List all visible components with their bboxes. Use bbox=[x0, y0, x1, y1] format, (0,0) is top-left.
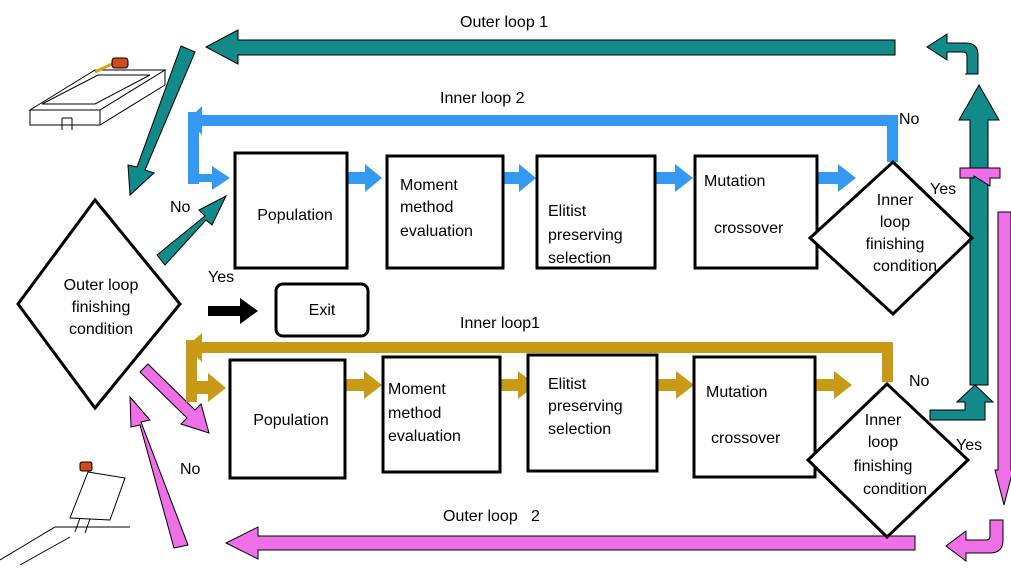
bottom-mutation-line-2: crossover bbox=[711, 430, 781, 447]
exit-label: Exit bbox=[309, 302, 336, 319]
outer-condition-line-2: finishing bbox=[72, 299, 131, 316]
top-inner-condition-line-1: Inner bbox=[877, 192, 914, 209]
bottom-elitist-line-3: selection bbox=[548, 421, 611, 438]
top-mutation-line-1: Mutation bbox=[704, 173, 765, 190]
top-population-label: Population bbox=[257, 207, 333, 224]
label-yes-top-right: Yes bbox=[930, 181, 956, 198]
outer-condition-diamond bbox=[16, 197, 182, 411]
inner-loop-1-exit-arrow bbox=[929, 384, 995, 421]
bottom-arrow-4 bbox=[815, 371, 852, 399]
inner-loop-2-label: Inner loop 2 bbox=[440, 90, 525, 107]
label-yes-exit: Yes bbox=[208, 269, 234, 286]
top-mutation-box bbox=[693, 154, 819, 270]
bottom-population-box bbox=[228, 358, 347, 480]
inner-loop-1-label: Inner loop1 bbox=[460, 315, 540, 332]
top-moment-box bbox=[385, 154, 505, 270]
top-inner-condition-line-4: condition bbox=[873, 258, 937, 275]
inner-loop-2-entry-arrow bbox=[188, 166, 230, 190]
outer-loop-1-corner-arrow bbox=[926, 33, 979, 75]
outer-loop-right-up-arrow bbox=[958, 83, 1000, 386]
inner-loop-2-left-bar bbox=[188, 112, 199, 184]
bottom-mutation-box bbox=[692, 355, 817, 479]
outer-loop-2-corner-arrow bbox=[945, 519, 1004, 562]
top-moment-line-1: Moment bbox=[400, 177, 458, 194]
bottom-arrow-1 bbox=[345, 371, 382, 399]
top-elitist-line-1: Elitist bbox=[548, 203, 587, 220]
exit-box bbox=[274, 282, 370, 338]
inner-loop-2-feedback-arrow bbox=[188, 106, 898, 162]
bottom-population-label: Population bbox=[253, 412, 329, 429]
bottom-moment-line-2: method bbox=[388, 405, 441, 422]
top-arrow-2 bbox=[503, 164, 536, 192]
label-no-top-left: No bbox=[170, 199, 191, 216]
outer-loop-1-label: Outer loop 1 bbox=[460, 14, 548, 31]
top-elitist-line-3: selection bbox=[548, 250, 611, 267]
outer-loop-2-arrow bbox=[224, 526, 916, 560]
label-no-bottom-right: No bbox=[909, 373, 930, 390]
bottom-elitist-box bbox=[526, 353, 659, 473]
bottom-elitist-line-1: Elitist bbox=[548, 376, 587, 393]
top-arrow-4 bbox=[817, 164, 856, 192]
bottom-moment-line-1: Moment bbox=[388, 381, 446, 398]
top-population-box bbox=[233, 151, 349, 270]
label-no-top-right: No bbox=[899, 111, 920, 128]
tilted-panel-antenna-icon bbox=[0, 461, 130, 566]
top-moment-line-2: method bbox=[400, 199, 453, 216]
outer-to-inner1-arrow bbox=[139, 363, 210, 434]
outer-loop-2-label: Outer loop 2 bbox=[443, 508, 540, 525]
bottom-inner-condition-line-1: Inner bbox=[865, 412, 902, 429]
top-arrow-1 bbox=[347, 164, 382, 192]
inner-loop-1-feedback-arrow bbox=[186, 333, 893, 382]
inner-loop-2-exit-arrow bbox=[959, 167, 1001, 187]
outer-to-inner2-arrow bbox=[156, 194, 228, 266]
exit-arrow bbox=[208, 298, 258, 324]
top-moment-line-3: evaluation bbox=[400, 223, 473, 240]
top-elitist-line-2: preserving bbox=[548, 227, 623, 244]
top-mutation-line-2: crossover bbox=[714, 220, 784, 237]
bottom-elitist-line-2: preserving bbox=[548, 398, 623, 415]
top-arrow-3 bbox=[655, 164, 693, 192]
top-inner-condition-line-2: loop bbox=[880, 214, 910, 231]
bottom-inner-condition-line-4: condition bbox=[863, 481, 927, 498]
top-inner-condition-line-3: finishing bbox=[866, 236, 925, 253]
label-no-bottom-left: No bbox=[180, 461, 201, 478]
bottom-arrow-3 bbox=[657, 371, 694, 399]
top-inner-condition-diamond bbox=[807, 159, 975, 317]
inner-loop-1-entry-arrow bbox=[186, 373, 226, 402]
top-elitist-box bbox=[535, 154, 657, 270]
bottom-inner-condition-line-2: loop bbox=[868, 434, 898, 451]
bottom-moment-line-3: evaluation bbox=[388, 428, 461, 445]
outer-condition-line-1: Outer loop bbox=[64, 277, 139, 294]
label-yes-bottom-right: Yes bbox=[956, 437, 982, 454]
bottom-inner-condition-line-3: finishing bbox=[854, 458, 913, 475]
flat-panel-antenna-icon bbox=[28, 57, 167, 130]
bottom-moment-box bbox=[381, 355, 502, 474]
outer-loop-1-down-arrow bbox=[127, 45, 196, 197]
bottom-mutation-line-1: Mutation bbox=[706, 384, 767, 401]
outer-loop-2-up-arrow bbox=[129, 395, 189, 549]
outer-loop-right-down-arrow bbox=[994, 211, 1011, 506]
outer-loop-1-arrow bbox=[204, 29, 896, 65]
bottom-inner-condition-diamond bbox=[805, 381, 971, 540]
inner-loop-1-left-bar bbox=[186, 340, 197, 402]
outer-condition-line-3: condition bbox=[69, 321, 133, 338]
